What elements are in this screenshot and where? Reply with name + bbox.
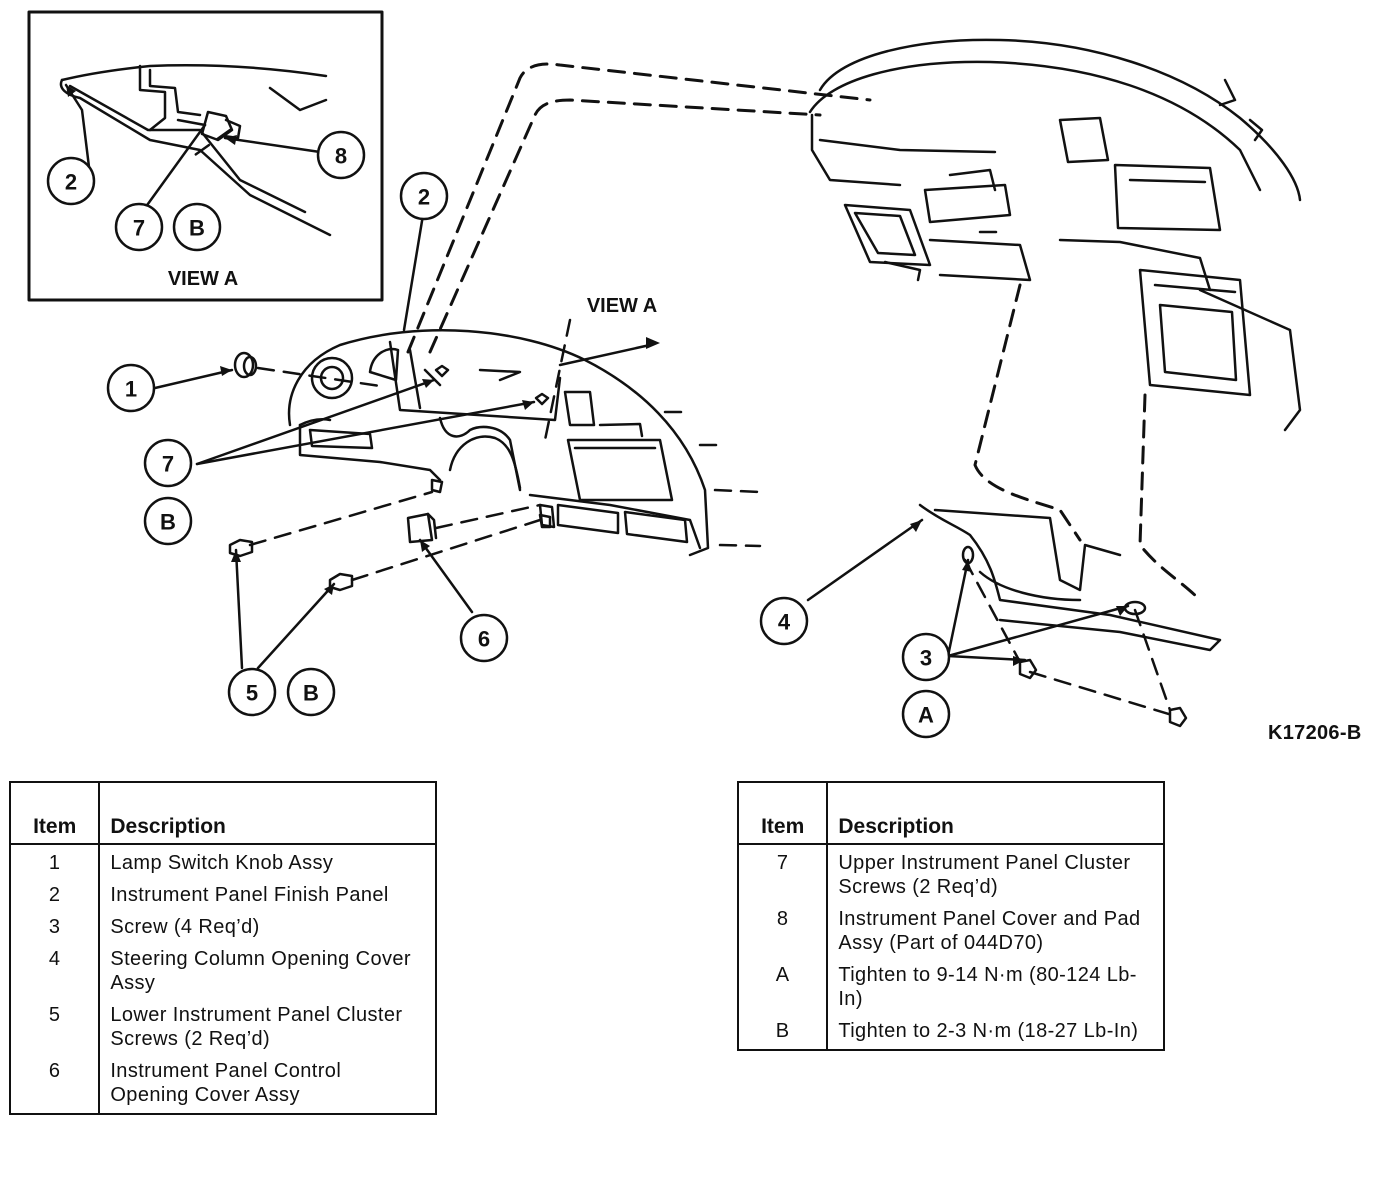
leader-lines <box>64 83 1130 670</box>
item-description: Instrument Panel Cover and Pad Assy (Par… <box>838 908 1141 954</box>
callout-a: A <box>918 703 934 728</box>
item-number: 2 <box>10 877 101 909</box>
item-number: 1 <box>10 844 101 877</box>
item-description: Lamp Switch Knob Assy <box>110 852 334 874</box>
callout-6: 6 <box>478 627 490 652</box>
callout-7-inset: 7 <box>133 216 145 241</box>
table-row: 1 Lamp Switch Knob Assy <box>10 844 436 877</box>
item-description: Steering Column Opening Cover Assy <box>110 948 411 994</box>
header-item: Item <box>738 782 829 845</box>
item-description: Tighten to 2-3 N·m (18-27 Lb-In) <box>838 1020 1139 1042</box>
view-a-pointer-label: VIEW A <box>587 295 657 317</box>
item-description: Upper Instrument Panel Cluster Screws (2… <box>838 852 1131 898</box>
lamp-switch-knob <box>233 351 258 379</box>
table-row: B Tighten to 2-3 N·m (18-27 Lb-In) <box>738 1013 1164 1050</box>
item-description: Lower Instrument Panel Cluster Screws (2… <box>110 1004 403 1050</box>
table-row: 2 Instrument Panel Finish Panel <box>10 877 436 909</box>
header-description: Description <box>827 782 1164 845</box>
control-opening-cover <box>406 512 438 544</box>
figure-id: K17206-B <box>1268 722 1362 744</box>
item-number: 3 <box>10 909 101 941</box>
callout-5: 5 <box>246 681 258 706</box>
callout-1: 1 <box>125 377 137 402</box>
item-description: Instrument Panel Finish Panel <box>110 884 389 906</box>
item-description: Tighten to 9-14 N·m (80-124 Lb-In) <box>838 964 1137 1010</box>
item-number: B <box>738 1013 829 1050</box>
item-number: A <box>738 957 829 1013</box>
instrument-panel-cover-drawing <box>808 38 1302 432</box>
arrow-heads <box>66 85 1128 666</box>
item-number: 8 <box>738 901 829 957</box>
item-number: 5 <box>10 997 101 1053</box>
inset-view-title: VIEW A <box>168 268 238 290</box>
exploded-diagram: 2 8 7 B 1 2 7 B 5 B 6 4 3 A VIEW A VIEW … <box>27 10 1302 739</box>
item-description: Screw (4 Req’d) <box>110 916 260 938</box>
alignment-lines <box>193 62 1202 717</box>
callout-b-low: B <box>303 681 319 706</box>
callout-2-inset: 2 <box>65 170 77 195</box>
header-item: Item <box>10 782 101 845</box>
callout-3: 3 <box>920 646 932 671</box>
callout-8: 8 <box>335 144 347 169</box>
callout-circles <box>46 130 951 739</box>
callout-b-inset: B <box>189 216 205 241</box>
item-number: 4 <box>10 941 101 997</box>
view-a-inset-frame <box>27 10 384 302</box>
item-number: 6 <box>10 1053 101 1114</box>
callout-7: 7 <box>162 452 174 477</box>
finish-panel-drawing <box>287 329 710 557</box>
item-number: 7 <box>738 844 829 901</box>
callout-b-mid: B <box>160 510 176 535</box>
callout-4: 4 <box>778 610 791 635</box>
callout-2: 2 <box>418 185 430 210</box>
table-row: 3 Screw (4 Req’d) <box>10 909 436 941</box>
item-description: Instrument Panel Control Opening Cover A… <box>110 1060 342 1106</box>
header-description: Description <box>99 782 436 845</box>
